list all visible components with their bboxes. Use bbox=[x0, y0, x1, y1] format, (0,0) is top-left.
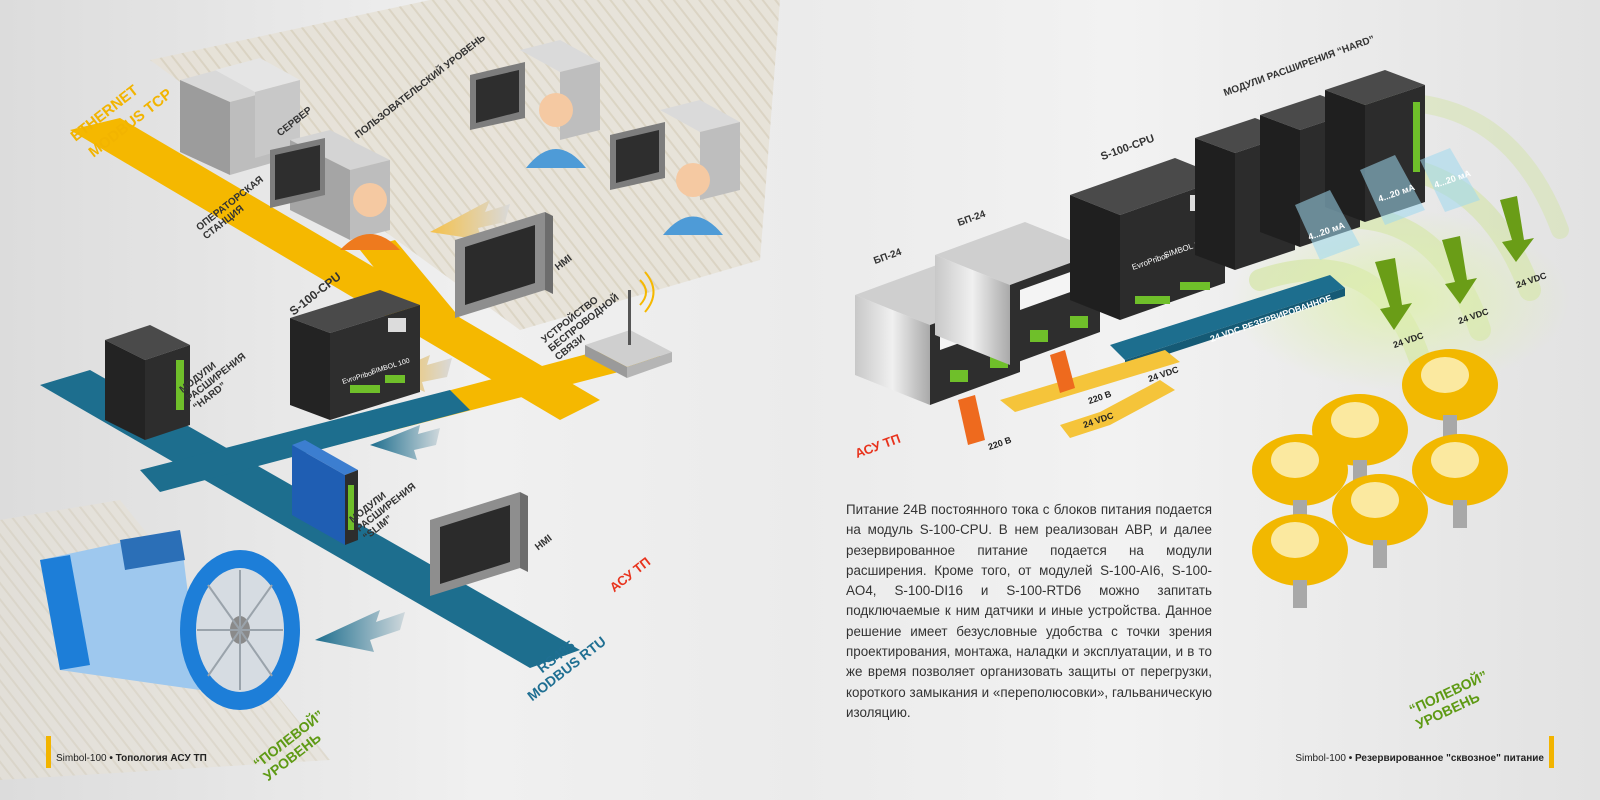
power-cable-220-2 bbox=[1050, 350, 1075, 393]
slim-module bbox=[292, 440, 358, 545]
footer-right-bullet: • bbox=[1348, 753, 1353, 764]
footer-right: Simbol-100 • Резервированное "сквозное" … bbox=[1295, 753, 1544, 764]
power-bus-24vdc bbox=[1000, 350, 1180, 412]
footer-left-title: Топология АСУ ТП bbox=[115, 753, 207, 764]
power-bus-24vdc-2 bbox=[1060, 380, 1175, 438]
user-workstation-2 bbox=[610, 100, 740, 235]
sensor-6 bbox=[1412, 434, 1508, 528]
cpu-module-left bbox=[290, 290, 420, 420]
user-level-band bbox=[150, 0, 780, 330]
reserve-bus bbox=[1110, 275, 1345, 360]
footer-left: Simbol-100 • Топология АСУ ТП bbox=[56, 753, 207, 764]
sensor-3 bbox=[1402, 349, 1498, 443]
hmi-panel-top bbox=[455, 212, 553, 318]
footer-left-brand: Simbol-100 bbox=[56, 753, 107, 764]
description-text: Питание 24В постоянного тока с блоков пи… bbox=[846, 502, 1212, 720]
hard-module-left bbox=[105, 325, 190, 440]
arrow-engine-hmi bbox=[315, 610, 405, 652]
ethernet-bus bbox=[70, 118, 600, 420]
user-workstation-1 bbox=[470, 40, 600, 168]
turbine-engine bbox=[40, 530, 300, 710]
power-cable-220 bbox=[958, 395, 985, 445]
wireless-device bbox=[585, 271, 672, 378]
vdc-arrows bbox=[1375, 196, 1534, 330]
signal-beams bbox=[1295, 148, 1480, 260]
sensor-4 bbox=[1252, 514, 1348, 608]
reserve-bus-strip bbox=[1125, 288, 1345, 368]
arrow-hmi-ethernet bbox=[430, 200, 510, 240]
footer-right-brand: Simbol-100 bbox=[1295, 753, 1346, 764]
server bbox=[180, 58, 300, 175]
footer-left-bullet: • bbox=[109, 753, 113, 764]
footer-bar-right bbox=[1549, 736, 1554, 768]
sensor-5 bbox=[1332, 474, 1428, 568]
ethernet-bus-cpu bbox=[360, 240, 470, 340]
operator-station bbox=[270, 130, 400, 250]
hmi-panel-bottom bbox=[430, 492, 528, 596]
footer-bar-left bbox=[46, 736, 51, 768]
pressure-sensors bbox=[1252, 349, 1508, 608]
footer-right-title: Резервированное "сквозное" питание bbox=[1354, 753, 1544, 764]
arrow-slim-rs485 bbox=[370, 425, 440, 460]
